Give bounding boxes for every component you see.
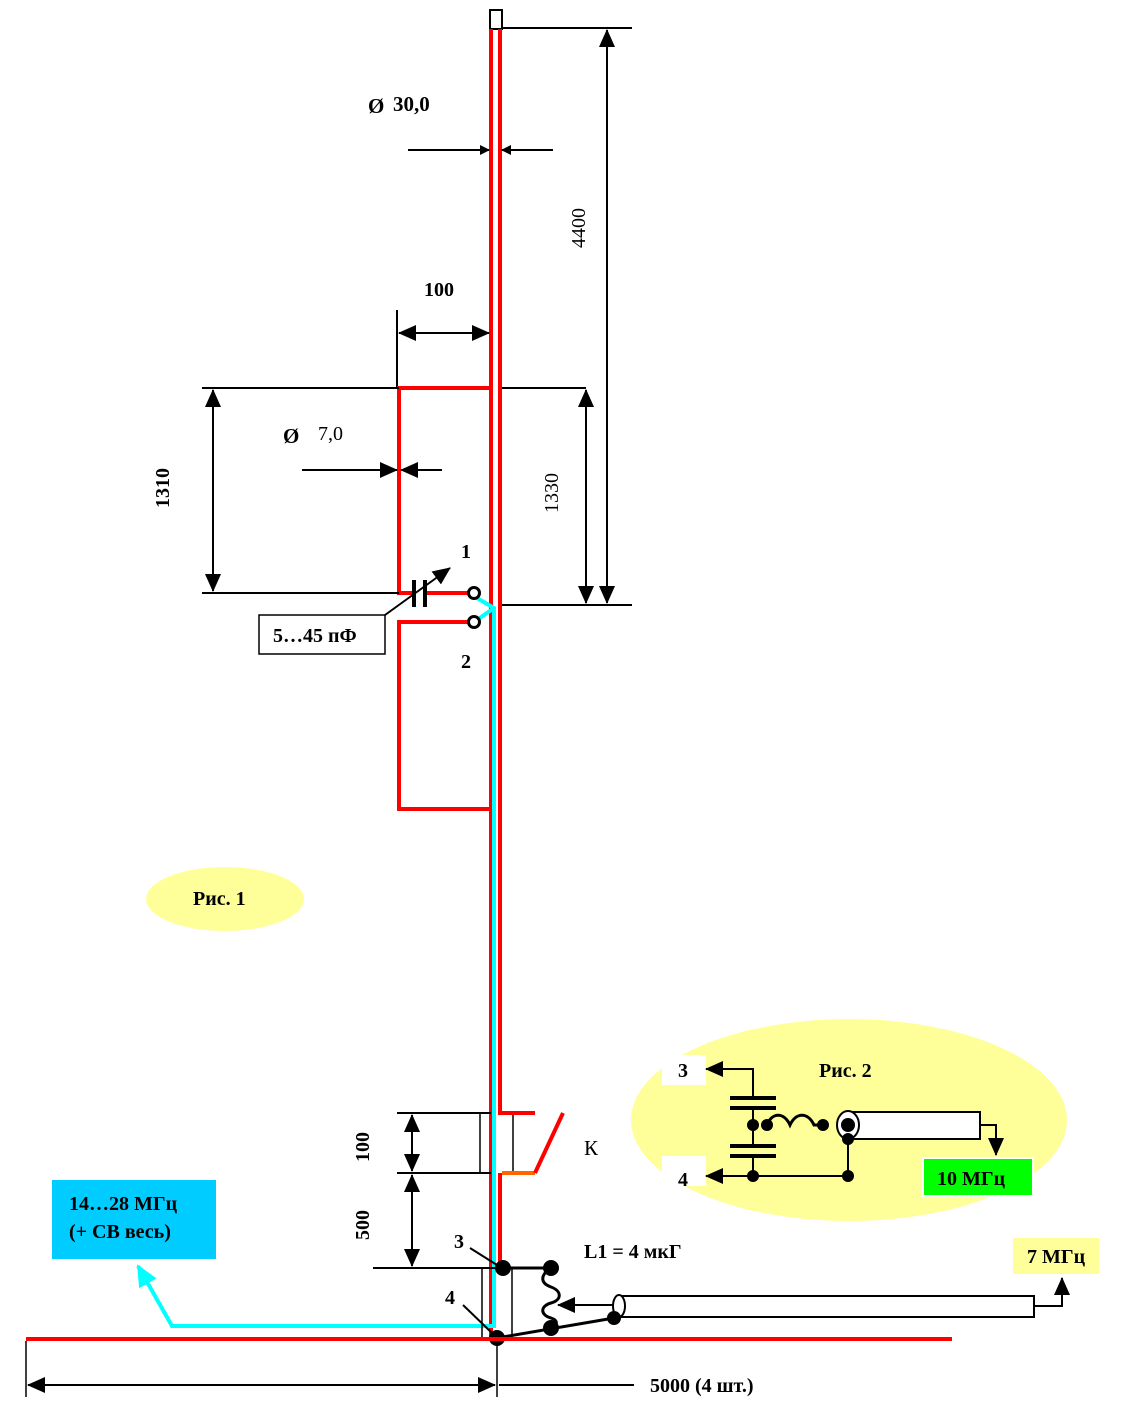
fig2-coax-shield-node xyxy=(842,1133,854,1145)
coax-7mhz-shield-node xyxy=(607,1311,621,1325)
fig2-term3-bg xyxy=(662,1055,706,1085)
fig2-node-bottom-right xyxy=(842,1170,854,1182)
fig2-inductor xyxy=(765,1113,824,1129)
dim-loop-height-left: 1310 xyxy=(152,468,174,508)
band-7-badge xyxy=(1013,1238,1099,1274)
terminal-4-label: 4 xyxy=(445,1287,455,1309)
dim-loop-offset: 100 xyxy=(424,279,454,301)
band-10-label: 10 МГц xyxy=(937,1168,1006,1190)
fig2-term4-bg xyxy=(662,1156,706,1186)
terminal-2-label: 2 xyxy=(461,651,471,673)
fig2-node-mid-b xyxy=(761,1119,773,1131)
fig2-node-L-end xyxy=(817,1119,829,1131)
cyan-lead-2 xyxy=(475,606,496,622)
dim-mast-height: 4400 xyxy=(568,208,590,248)
fig2-label: Рис. 2 xyxy=(819,1060,872,1082)
node-L1-bottom xyxy=(543,1320,559,1336)
terminal-1 xyxy=(467,586,481,600)
fig2-term4-label: 4 xyxy=(678,1169,688,1191)
band-high-line1: 14…28 МГц xyxy=(69,1193,178,1215)
fig2-node-bottom-left xyxy=(747,1170,759,1182)
switch-blade[interactable] xyxy=(533,1112,565,1174)
diameter-symbol-30: Ø xyxy=(368,94,384,118)
dim-feed-height: 500 xyxy=(352,1210,374,1240)
terminal-3-leader xyxy=(469,1247,498,1266)
switch-label: К xyxy=(584,1136,599,1160)
terminal-2 xyxy=(467,615,481,629)
fig1-bubble xyxy=(146,867,304,931)
node-3 xyxy=(495,1260,511,1276)
band-7-label: 7 МГц xyxy=(1027,1246,1086,1268)
band-high-badge xyxy=(52,1180,216,1259)
mast-top-cap xyxy=(489,9,503,30)
switch-top-contact xyxy=(498,1100,535,1115)
coax-7mhz-output xyxy=(1034,1277,1070,1307)
fig2-term3-label: 3 xyxy=(678,1060,688,1082)
coax-7mhz xyxy=(618,1295,1035,1318)
fig2-coax-output xyxy=(980,1124,1004,1156)
dim-mast-diameter: 30,0 xyxy=(393,92,430,116)
capacitor-variable-arrow xyxy=(384,567,451,616)
dim-radials: 5000 (4 шт.) xyxy=(650,1375,754,1397)
fig2-node-mid-a xyxy=(747,1119,759,1131)
terminal-3-label: 3 xyxy=(454,1231,464,1253)
fig2-wire-3 xyxy=(705,1061,754,1098)
dim-loop-height-right: 1330 xyxy=(541,473,563,513)
diameter-symbol-7: Ø xyxy=(283,424,299,448)
band-10-badge xyxy=(922,1157,1034,1197)
band-high-line2: (+ СВ весь) xyxy=(69,1221,171,1243)
fig2-coax xyxy=(847,1111,981,1140)
dim-switch-gap: 100 xyxy=(352,1132,374,1162)
loop-lower xyxy=(397,620,491,811)
inductor-L1 xyxy=(541,1266,561,1330)
terminal-4-leader xyxy=(462,1304,493,1334)
fig2-coax-center xyxy=(841,1118,855,1132)
capacitor-label-box xyxy=(258,614,386,655)
inductor-label: L1 = 4 мкГ xyxy=(584,1241,682,1263)
coax-inner-conductor xyxy=(136,596,496,1328)
capacitor-label: 5…45 пФ xyxy=(273,625,357,647)
fig1-label: Рис. 1 xyxy=(193,888,246,910)
terminal-1-label: 1 xyxy=(461,541,471,563)
dim-wire-diameter: 7,0 xyxy=(318,423,343,445)
loop-upper xyxy=(397,386,491,595)
node-L1-top xyxy=(543,1260,559,1276)
